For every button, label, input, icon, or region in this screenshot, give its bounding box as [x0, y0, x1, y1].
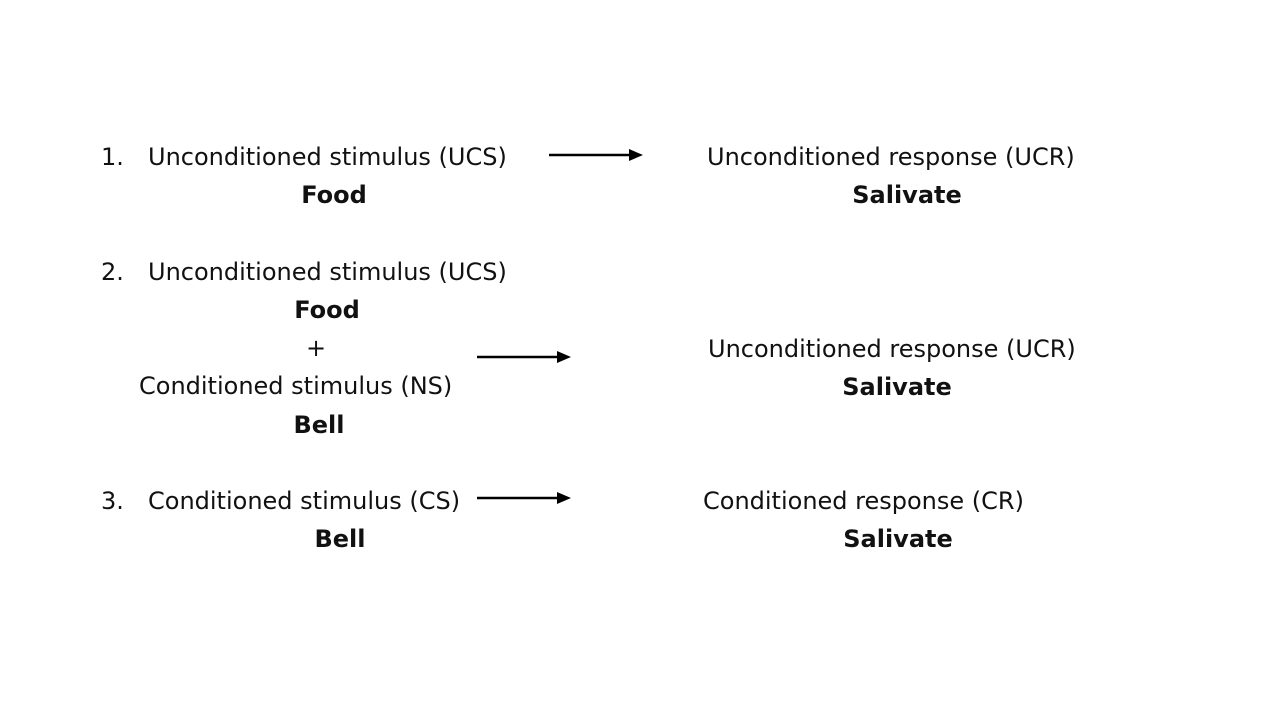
- step-3-stimulus-example: Bell: [314, 525, 366, 553]
- step-1-stimulus-example: Food: [301, 181, 367, 209]
- step-3-stimulus-label: Conditioned stimulus (CS): [148, 487, 461, 515]
- step-2-response-example: Salivate: [842, 373, 952, 401]
- step-2-second-stimulus-label: Conditioned stimulus (NS): [139, 372, 453, 400]
- step-1-arrow: [549, 147, 643, 163]
- step-2-plus-sign: +: [305, 334, 327, 362]
- step-1-number: 1.: [101, 143, 124, 171]
- step-1-response-label: Unconditioned response (UCR): [707, 143, 1075, 171]
- step-3-arrow: [477, 490, 571, 506]
- step-1-stimulus-label: Unconditioned stimulus (UCS): [148, 143, 507, 171]
- step-2-stimulus-label: Unconditioned stimulus (UCS): [148, 258, 507, 286]
- step-2-response-label: Unconditioned response (UCR): [708, 335, 1076, 363]
- step-2-second-stimulus-example: Bell: [293, 411, 345, 439]
- step-3-response-example: Salivate: [843, 525, 953, 553]
- step-2-stimulus-example: Food: [294, 296, 360, 324]
- step-1-response-example: Salivate: [852, 181, 962, 209]
- step-2-number: 2.: [101, 258, 124, 286]
- step-3-number: 3.: [101, 487, 124, 515]
- step-3-response-label: Conditioned response (CR): [703, 487, 1024, 515]
- step-2-arrow: [477, 349, 571, 365]
